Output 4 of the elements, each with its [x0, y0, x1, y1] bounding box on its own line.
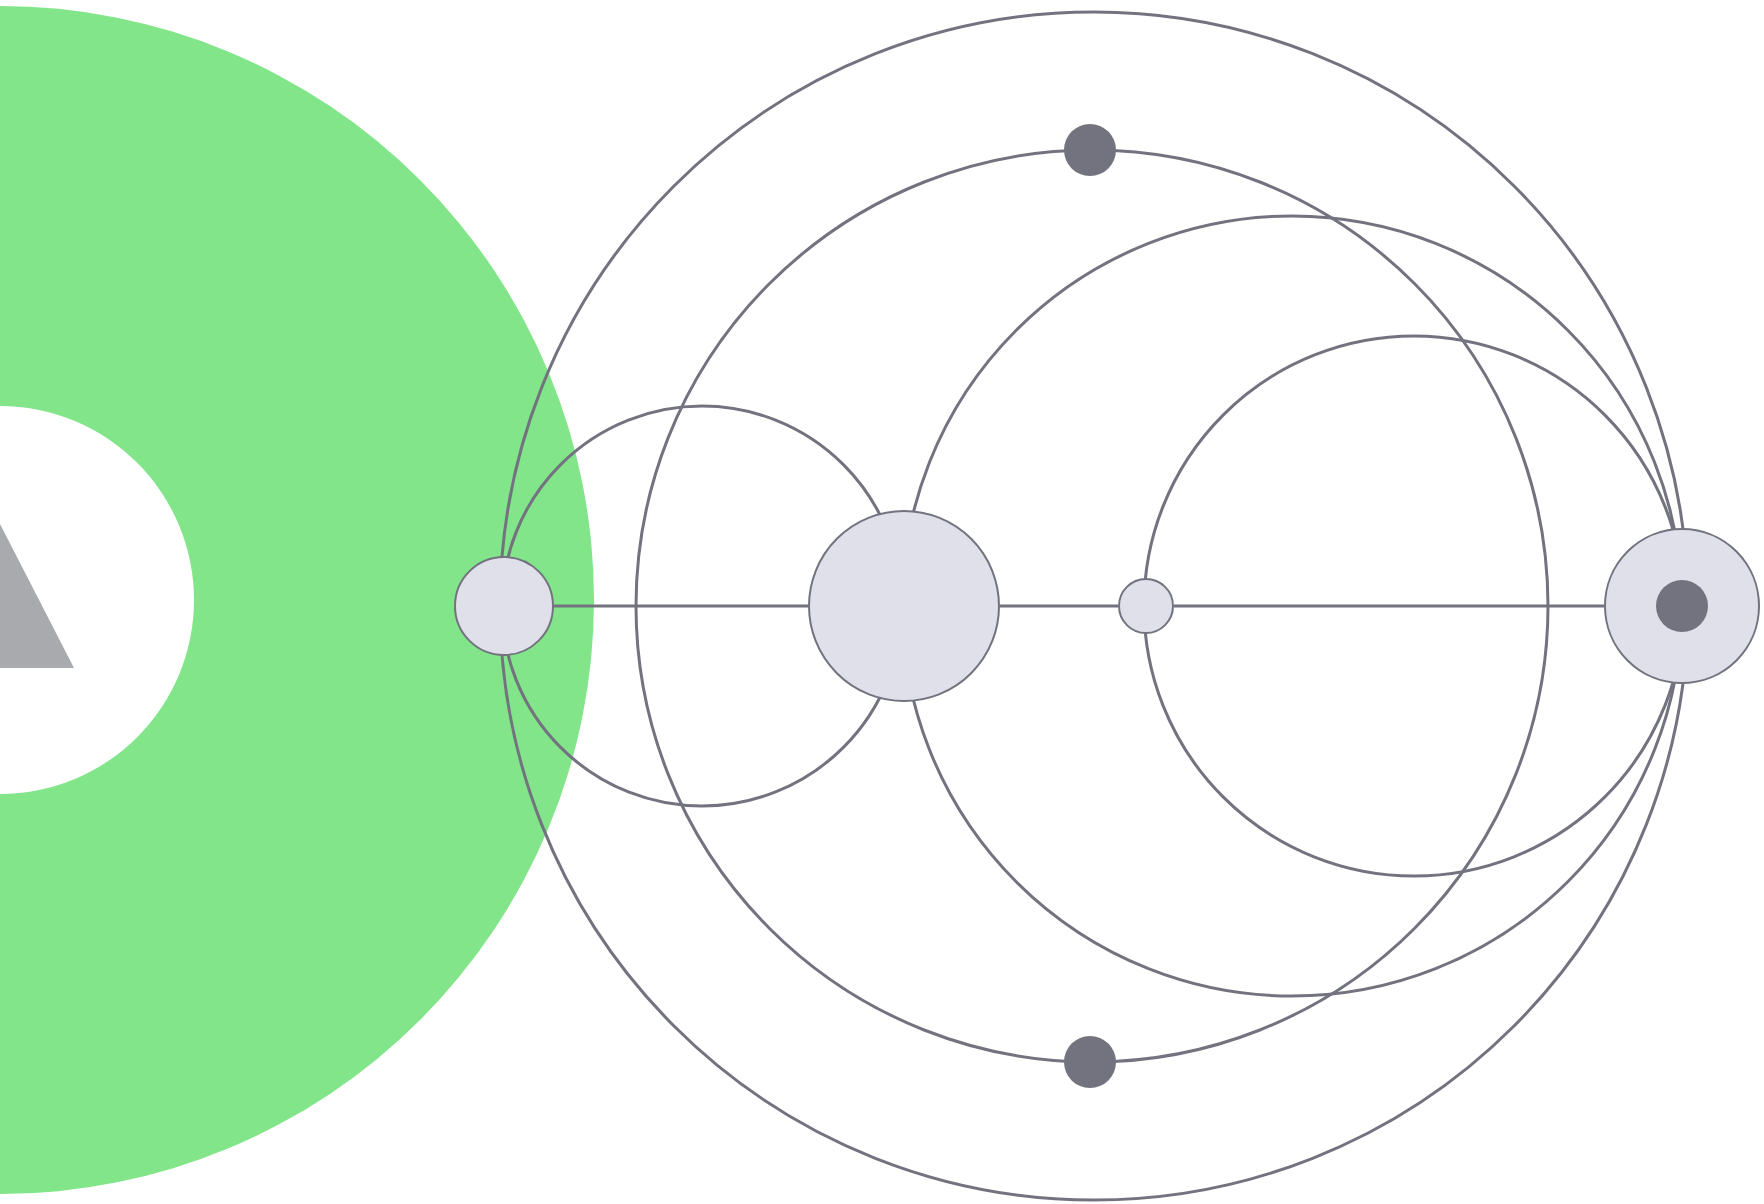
connector-line: [1174, 604, 1604, 608]
node-circle: [1118, 578, 1174, 634]
connector-line: [554, 604, 808, 608]
connector-line: [1000, 604, 1118, 608]
